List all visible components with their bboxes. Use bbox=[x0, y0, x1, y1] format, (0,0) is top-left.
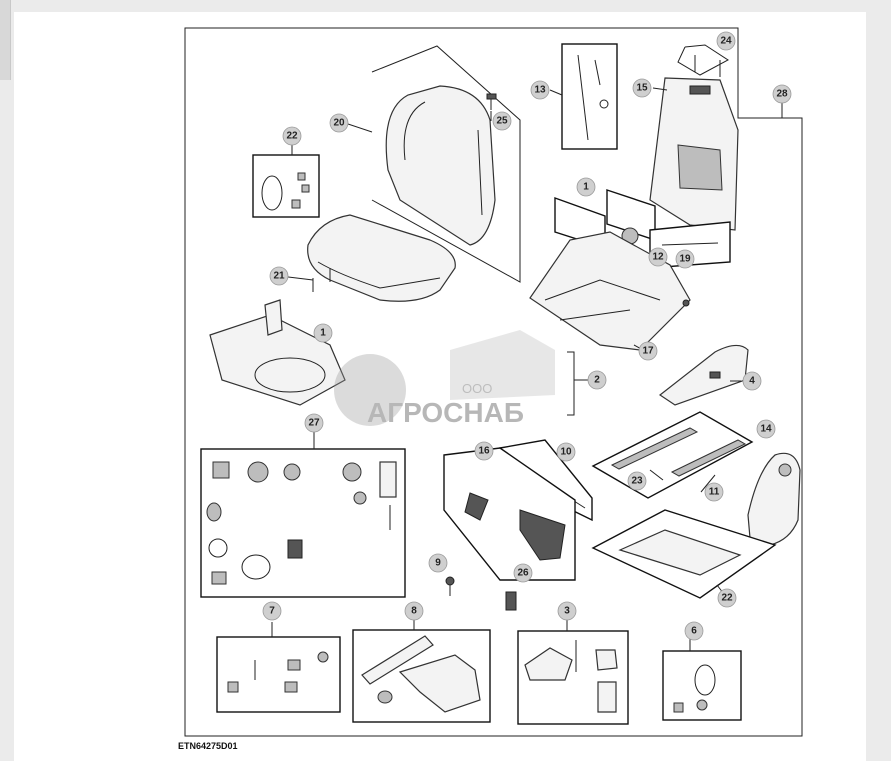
callout-label: 25 bbox=[496, 116, 508, 127]
backrest-frame bbox=[649, 77, 739, 231]
callout-10: 10 bbox=[556, 442, 576, 462]
callout-16: 16 bbox=[474, 441, 494, 461]
callout-label: 10 bbox=[560, 447, 572, 458]
callout-8: 8 bbox=[404, 601, 424, 621]
callout-label: 14 bbox=[760, 424, 772, 435]
callout-label: 17 bbox=[642, 346, 654, 357]
seat-pan-box-22 bbox=[591, 509, 777, 599]
callout-label: 20 bbox=[333, 118, 345, 129]
callout-3: 3 bbox=[557, 601, 577, 621]
callout-label: 1 bbox=[583, 182, 589, 193]
watermark: ООО АГРОСНАБ bbox=[334, 330, 555, 428]
callout-7: 7 bbox=[262, 601, 282, 621]
callout-label: 22 bbox=[721, 593, 733, 604]
callout-label: 2 bbox=[594, 375, 600, 386]
callout-label: 22 bbox=[286, 131, 298, 142]
callout-label: 7 bbox=[269, 606, 275, 617]
callout-17: 17 bbox=[638, 341, 658, 361]
slide-rails-box bbox=[591, 411, 754, 499]
harness-box-13 bbox=[561, 43, 618, 150]
callout-4: 4 bbox=[742, 371, 762, 391]
callout-26: 26 bbox=[513, 563, 533, 583]
spring-26 bbox=[505, 591, 517, 611]
wire-kit-box-6 bbox=[662, 650, 742, 721]
hardware-kit-box-7 bbox=[216, 636, 341, 713]
hardware-kit-box-27 bbox=[200, 448, 406, 598]
callout-2: 2 bbox=[587, 370, 607, 390]
seat-base-plate bbox=[209, 299, 346, 406]
callout-27: 27 bbox=[304, 413, 324, 433]
callout-11: 11 bbox=[704, 482, 724, 502]
callout-label: 28 bbox=[776, 89, 788, 100]
callout-25: 25 bbox=[492, 111, 512, 131]
callout-label: 24 bbox=[720, 36, 732, 47]
callout-label: 6 bbox=[691, 626, 697, 637]
screw-9 bbox=[445, 576, 455, 596]
callout-23: 23 bbox=[627, 471, 647, 491]
callout-label: 23 bbox=[631, 476, 643, 487]
seat-belt-box-16 bbox=[443, 447, 576, 581]
handle-kit-box-8 bbox=[352, 629, 491, 723]
callout-label: 1 bbox=[320, 328, 326, 339]
callout-label: 4 bbox=[749, 376, 755, 387]
callout-15: 15 bbox=[632, 78, 652, 98]
callout-6: 6 bbox=[684, 621, 704, 641]
callout-label: 15 bbox=[636, 83, 648, 94]
callout-label: 8 bbox=[411, 606, 417, 617]
screw-25 bbox=[486, 93, 497, 110]
callout-13: 13 bbox=[530, 80, 550, 100]
callout-label: 3 bbox=[564, 606, 570, 617]
callout-12: 12 bbox=[648, 247, 668, 267]
backrest-cushion bbox=[371, 45, 521, 283]
callout-1: 1 bbox=[313, 323, 333, 343]
callout-label: 26 bbox=[517, 568, 529, 579]
side-strip bbox=[0, 0, 11, 80]
callout-label: 19 bbox=[679, 254, 691, 265]
callout-label: 21 bbox=[273, 271, 285, 282]
diagram-frame bbox=[184, 27, 803, 737]
seat-cushion bbox=[307, 214, 456, 302]
bumper-kit-box-3 bbox=[517, 630, 629, 725]
bolts-24 bbox=[677, 44, 729, 77]
callout-21: 21 bbox=[269, 266, 289, 286]
parts-diagram: ООО АГРОСНАБ 112346789101112131415161719… bbox=[184, 27, 803, 737]
callout-label: 12 bbox=[652, 252, 664, 263]
callout-label: 27 bbox=[308, 418, 320, 429]
callout-28: 28 bbox=[772, 84, 792, 104]
seat-belt-cover bbox=[747, 452, 801, 546]
callout-label: 13 bbox=[534, 85, 546, 96]
bracket-2-line bbox=[567, 351, 575, 416]
callout-24: 24 bbox=[716, 31, 736, 51]
callout-label: 16 bbox=[478, 446, 490, 457]
callout-14: 14 bbox=[756, 419, 776, 439]
screws-21 bbox=[312, 268, 331, 292]
callout-20: 20 bbox=[329, 113, 349, 133]
wire-kit-box-22 bbox=[252, 154, 320, 218]
callout-1: 1 bbox=[576, 177, 596, 197]
callout-label: 9 bbox=[435, 558, 441, 569]
watermark-large: АГРОСНАБ bbox=[367, 397, 524, 428]
callout-label: 11 bbox=[709, 487, 720, 498]
callout-22: 22 bbox=[282, 126, 302, 146]
watermark-small: ООО bbox=[462, 381, 492, 396]
callout-19: 19 bbox=[675, 249, 695, 269]
callout-9: 9 bbox=[428, 553, 448, 573]
figure-id: ETN64275D01 bbox=[178, 741, 238, 751]
armrest bbox=[658, 344, 749, 406]
callout-22: 22 bbox=[717, 588, 737, 608]
